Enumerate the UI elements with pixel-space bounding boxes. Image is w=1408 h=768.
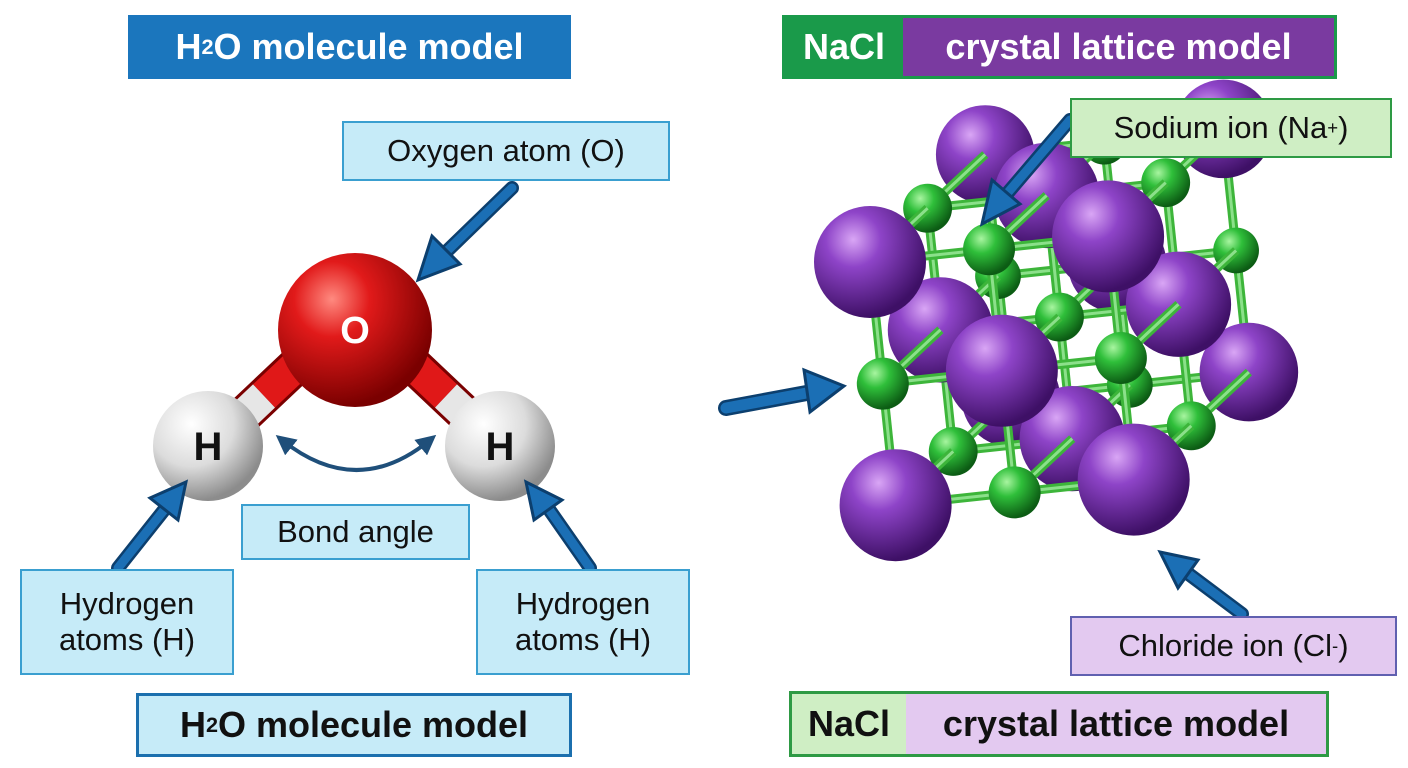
chloride-label-close: ): [1338, 628, 1349, 664]
hydrogen-label-right-line2: atoms (H): [514, 622, 652, 657]
hydrogen-label-left-line2: atoms (H): [58, 622, 196, 657]
arrow-side-lattice: [718, 367, 848, 416]
water-title-bottom-rest: O molecule model: [217, 704, 529, 746]
arrow-to-hydrogen-right: [523, 479, 597, 575]
nacl-title-top: NaCl crystal lattice model: [782, 15, 1337, 79]
hydrogen-atom-right: [445, 391, 555, 501]
chloride-ion-sphere: [945, 314, 1058, 427]
chloride-ion-sphere: [1052, 180, 1165, 293]
chloride-ion-sphere: [1077, 423, 1190, 536]
nacl-lattice: [814, 79, 1299, 562]
chloride-ion-sphere: [839, 449, 952, 562]
chloride-ion-label: Chloride ion (Cl-): [1070, 616, 1397, 676]
sodium-ion-sphere: [963, 223, 1016, 276]
chloride-label-text: Chloride ion (Cl: [1118, 628, 1333, 664]
sodium-label-text: Sodium ion (Na: [1113, 110, 1328, 146]
hydrogen-label-left-line1: Hydrogen: [59, 586, 195, 622]
nacl-title-bottom-formula: NaCl: [792, 694, 906, 754]
arrow-to-chloride-ion: [1157, 549, 1249, 621]
arrow-to-hydrogen-left: [111, 479, 189, 575]
oxygen-atom: [278, 253, 432, 407]
water-title-top-rest: O molecule model: [213, 26, 524, 68]
oxygen-label: Oxygen atom (O): [342, 121, 670, 181]
arrow-to-oxygen: [415, 181, 519, 283]
hydrogen-symbol-left: H: [194, 425, 223, 469]
hydrogen-atom-left: [153, 391, 263, 501]
sodium-ion-sphere: [988, 466, 1041, 519]
nacl-title-top-text: crystal lattice model: [903, 18, 1334, 76]
sodium-ion-sphere: [856, 357, 909, 410]
water-title-top-h: H: [175, 26, 202, 68]
water-molecule: O H H: [153, 253, 555, 501]
sodium-ion-label: Sodium ion (Na+): [1070, 98, 1392, 158]
nacl-title-top-formula: NaCl: [785, 18, 903, 76]
arrow-to-sodium-ion: [979, 113, 1077, 227]
hydrogen-label-right-line1: Hydrogen: [515, 586, 651, 622]
hydrogen-label-left: Hydrogen atoms (H): [20, 569, 234, 675]
bond-angle-label: Bond angle: [241, 504, 470, 560]
hydrogen-symbol-right: H: [486, 425, 515, 469]
water-title-bottom-h: H: [179, 704, 206, 746]
oxygen-symbol: O: [340, 310, 370, 352]
sodium-label-close: ): [1338, 110, 1349, 146]
bond-angle-arc: [275, 434, 437, 472]
chloride-ion-sphere: [814, 206, 926, 318]
nacl-title-bottom: NaCl crystal lattice model: [789, 691, 1329, 757]
hydrogen-label-right: Hydrogen atoms (H): [476, 569, 690, 675]
sodium-ion-sphere: [1094, 332, 1147, 384]
nacl-title-bottom-text: crystal lattice model: [906, 694, 1326, 754]
